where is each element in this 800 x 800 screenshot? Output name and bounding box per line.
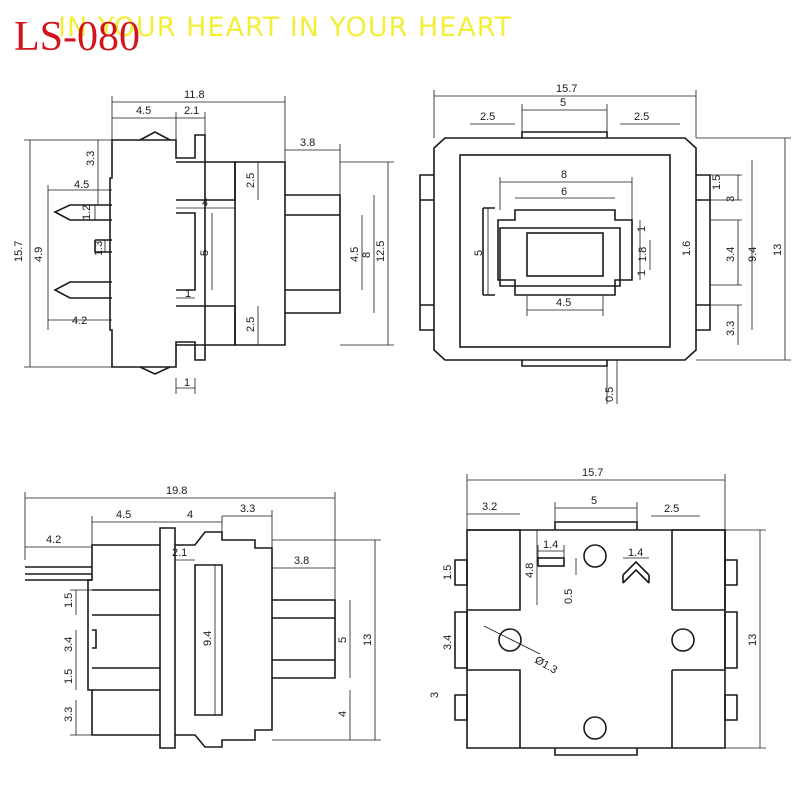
bottom-width-e-label: 1.4 <box>628 547 643 559</box>
side-view-top: 11.8 4.5 2.1 3.8 15.7 3.3 4.5 1.2 4.9 1.… <box>13 89 394 394</box>
bottom-width-c-label: 2.5 <box>664 503 679 515</box>
front-width-d-label: 8 <box>561 169 567 181</box>
front-height-d-label: 1 <box>636 270 648 276</box>
side-top-height-j-label: 2.5 <box>245 317 257 332</box>
bottom-height-c-label: 1.5 <box>442 565 454 580</box>
front-height-l-label: 0.5 <box>604 387 616 402</box>
front-width-a-label: 2.5 <box>480 111 495 123</box>
side-top-height-e-label: 1.3 <box>93 241 105 256</box>
front-height-k-label: 3.3 <box>725 321 737 336</box>
side-top-height-a-label: 3.3 <box>85 151 97 166</box>
bottom-width-b-label: 5 <box>591 495 597 507</box>
side-bottom-width-c-label: 3.3 <box>240 503 255 515</box>
side-bottom-width-d-label: 4.2 <box>46 534 61 546</box>
bottom-total-width-label: 15.7 <box>582 467 603 479</box>
side-bottom-height-g-label: 4 <box>337 711 349 717</box>
side-bottom-width-e-label: 2.1 <box>172 547 187 559</box>
bottom-hole-diameter-label: Ø1.3 <box>533 654 560 676</box>
side-bottom-width-f-label: 3.8 <box>294 555 309 567</box>
side-bottom-height-d-label: 3.3 <box>63 707 75 722</box>
front-width-c-label: 2.5 <box>634 111 649 123</box>
watermark-banner: IN YOUR HEART IN YOUR HEART <box>58 12 513 43</box>
front-height-f-label: 1.5 <box>711 175 723 190</box>
part-number-title: LS-080 <box>14 14 140 60</box>
front-height-i-label: 9.4 <box>747 247 759 262</box>
bottom-width-d-label: 1.4 <box>543 539 558 551</box>
bottom-height-e-label: 3 <box>429 692 441 698</box>
bottom-height-f-label: 13 <box>747 634 759 646</box>
side-bottom-total-width-label: 19.8 <box>166 485 187 497</box>
front-height-h-label: 3.4 <box>725 247 737 262</box>
front-height-a-label: 5 <box>473 250 485 256</box>
side-top-height-m-label: 12.5 <box>375 241 387 262</box>
side-top-height-i-label: 5 <box>199 250 211 256</box>
side-bottom-height-h-label: 13 <box>362 634 374 646</box>
bottom-view: 15.7 3.2 5 2.5 1.4 1.4 4.8 0.5 1.5 3.4 3… <box>429 467 766 756</box>
side-top-height-h-label: 4 <box>202 197 208 209</box>
side-top-height-l-label: 8 <box>361 252 373 258</box>
side-top-height-d-label: 4.9 <box>33 247 45 262</box>
front-total-width-label: 15.7 <box>556 83 577 95</box>
bottom-height-b-label: 0.5 <box>563 589 575 604</box>
side-top-total-height-label: 15.7 <box>13 241 25 262</box>
front-height-b-label: 1 <box>636 226 648 232</box>
front-height-c-label: 1.8 <box>637 247 649 262</box>
side-bottom-height-b-label: 3.4 <box>63 637 75 652</box>
side-view-bottom: 19.8 4.5 4 3.3 4.2 2.1 3.8 1.5 3.4 1.5 3… <box>24 485 381 749</box>
bottom-height-d-label: 3.4 <box>442 635 454 650</box>
side-top-total-width-label: 11.8 <box>184 89 205 101</box>
side-top-width-b-label: 2.1 <box>184 105 199 117</box>
side-bottom-width-b-label: 4 <box>187 509 193 521</box>
side-bottom-height-c-label: 1.5 <box>63 669 75 684</box>
side-top-height-k-label: 4.5 <box>349 247 361 262</box>
front-height-j-label: 13 <box>772 244 784 256</box>
side-top-height-n-label: 1 <box>185 288 191 300</box>
bottom-height-a-label: 4.8 <box>524 563 536 578</box>
side-top-width-a-label: 4.5 <box>136 105 151 117</box>
front-width-b-label: 5 <box>560 97 566 109</box>
front-width-f-label: 4.5 <box>556 297 571 309</box>
side-top-height-c-label: 1.2 <box>81 205 93 220</box>
front-height-g-label: 3 <box>725 196 737 202</box>
side-top-height-g-label: 2.5 <box>245 173 257 188</box>
front-width-e-label: 6 <box>561 186 567 198</box>
front-view: 15.7 2.5 5 2.5 8 6 4.5 5 1 1.8 1 1.6 1.5… <box>419 83 791 404</box>
side-bottom-height-e-label: 9.4 <box>202 631 214 646</box>
side-top-height-f-label: 4.2 <box>72 315 87 327</box>
front-height-e-label: 1.6 <box>681 241 693 256</box>
side-bottom-height-f-label: 5 <box>337 637 349 643</box>
side-top-width-c-label: 3.8 <box>300 137 315 149</box>
side-top-height-b-label: 4.5 <box>74 179 89 191</box>
side-bottom-width-a-label: 4.5 <box>116 509 131 521</box>
bottom-width-a-label: 3.2 <box>482 501 497 513</box>
side-bottom-height-a-label: 1.5 <box>63 593 75 608</box>
side-top-height-o-label: 1 <box>184 377 190 389</box>
